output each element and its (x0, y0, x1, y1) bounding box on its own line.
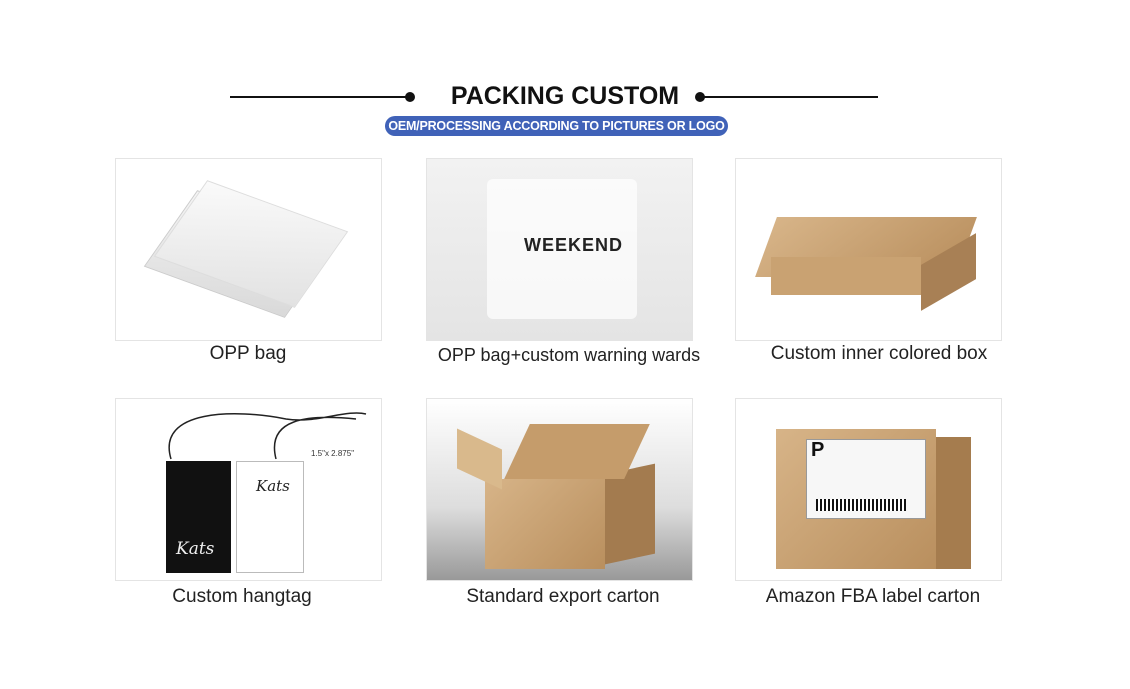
title-line-left (230, 96, 410, 98)
item-label: Custom hangtag (172, 586, 312, 607)
black-tag-logo: Kats (176, 539, 215, 559)
item-label: Amazon FBA label carton (765, 586, 981, 607)
opp-bag-image (115, 158, 382, 341)
inner-box-image (735, 158, 1002, 341)
item-label: Standard export carton (466, 586, 660, 607)
export-carton-image (426, 398, 693, 581)
title-dot-left (405, 92, 415, 102)
opp-bag-warning-image: WEEKEND (426, 158, 693, 341)
fba-label-letter: P (811, 439, 825, 461)
hangtag-image: Kats Kats 1.5"x 2.875" (115, 398, 382, 581)
hangtag-string (168, 412, 367, 460)
item-label: OPP bag+custom warning wards (437, 345, 701, 365)
item-label: Custom inner colored box (770, 343, 988, 364)
subtitle-badge: OEM/PROCESSING ACCORDING TO PICTURES OR … (385, 116, 728, 136)
white-tag-logo: Kats (256, 477, 290, 495)
title-line-right (700, 96, 878, 98)
item-label: OPP bag (209, 343, 287, 364)
fba-carton-image: P (735, 398, 1002, 581)
weekend-logo: WEEKEND (524, 235, 624, 255)
hangtag-size: 1.5"x 2.875" (311, 449, 355, 458)
page-title: PACKING CUSTOM (450, 82, 680, 110)
